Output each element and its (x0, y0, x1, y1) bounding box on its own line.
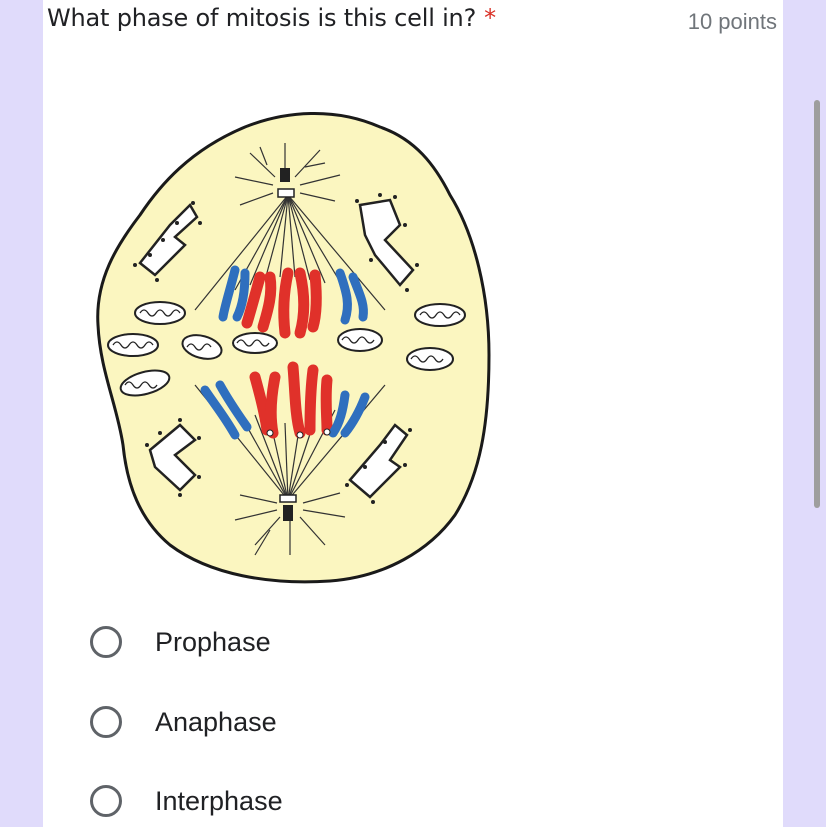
question-points: 10 points (687, 9, 777, 34)
option-prophase[interactable]: Prophase (90, 620, 271, 664)
radio-button[interactable] (90, 706, 122, 738)
question-title: What phase of mitosis is this cell in?* (47, 4, 496, 32)
centriole-bottom-b (279, 494, 297, 503)
option-label: Prophase (155, 626, 271, 657)
mitochondria (107, 301, 466, 397)
chromosomes-top (218, 265, 368, 339)
chromosomes-bottom (200, 361, 370, 440)
option-interphase[interactable]: Interphase (90, 779, 283, 823)
question-text: What phase of mitosis is this cell in? (47, 4, 477, 32)
required-star: * (484, 4, 496, 32)
aster-bottom (234, 492, 346, 556)
mitosis-cell-image (96, 112, 491, 584)
mitochondria-cristae (112, 309, 461, 389)
radio-button[interactable] (90, 626, 122, 658)
scrollbar-thumb[interactable] (814, 100, 820, 508)
centriole-top-b (277, 188, 295, 198)
option-anaphase[interactable]: Anaphase (90, 700, 277, 744)
option-label: Interphase (155, 785, 283, 816)
endoplasmic-reticulum (138, 198, 415, 499)
centriole-top (280, 168, 290, 182)
option-label: Anaphase (155, 706, 277, 737)
radio-button[interactable] (90, 785, 122, 817)
centromeres (266, 428, 331, 439)
ribosomes (133, 193, 419, 504)
centriole-bottom (283, 505, 293, 521)
